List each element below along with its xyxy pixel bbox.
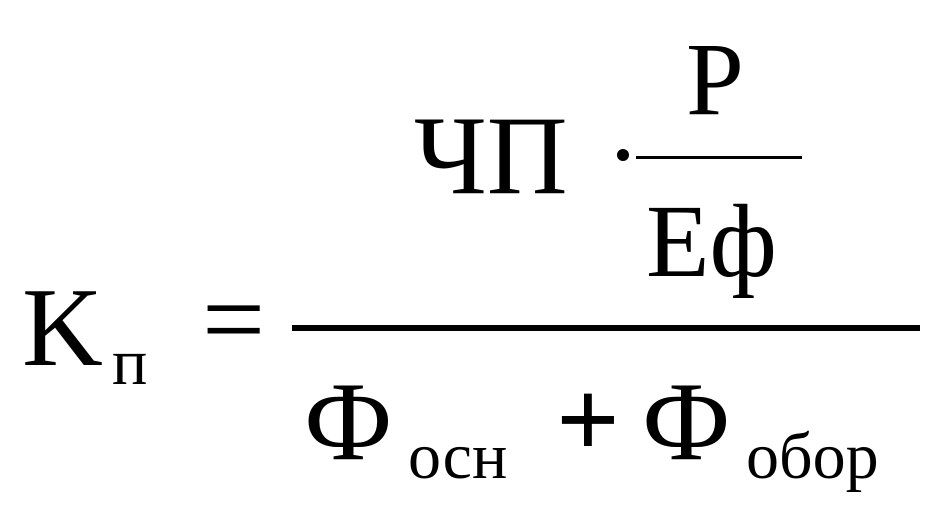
denominator-term2-subscript: обор (746, 420, 879, 493)
inner-fraction-bar (636, 156, 802, 159)
main-fraction-bar (292, 325, 920, 331)
denominator-term2-symbol: Ф (642, 360, 731, 484)
plus-sign: + (556, 358, 620, 482)
denominator-term1-symbol: Ф (304, 360, 393, 484)
lhs-symbol: K (22, 266, 103, 390)
numerator-main: ЧП (414, 94, 568, 218)
denominator-term1-subscript: осн (408, 420, 508, 493)
inner-denominator: Eф (646, 184, 777, 299)
multiply-dot (617, 149, 629, 161)
equals-sign: = (202, 258, 266, 382)
lhs-subscript: п (112, 326, 148, 399)
inner-numerator: P (686, 22, 744, 137)
